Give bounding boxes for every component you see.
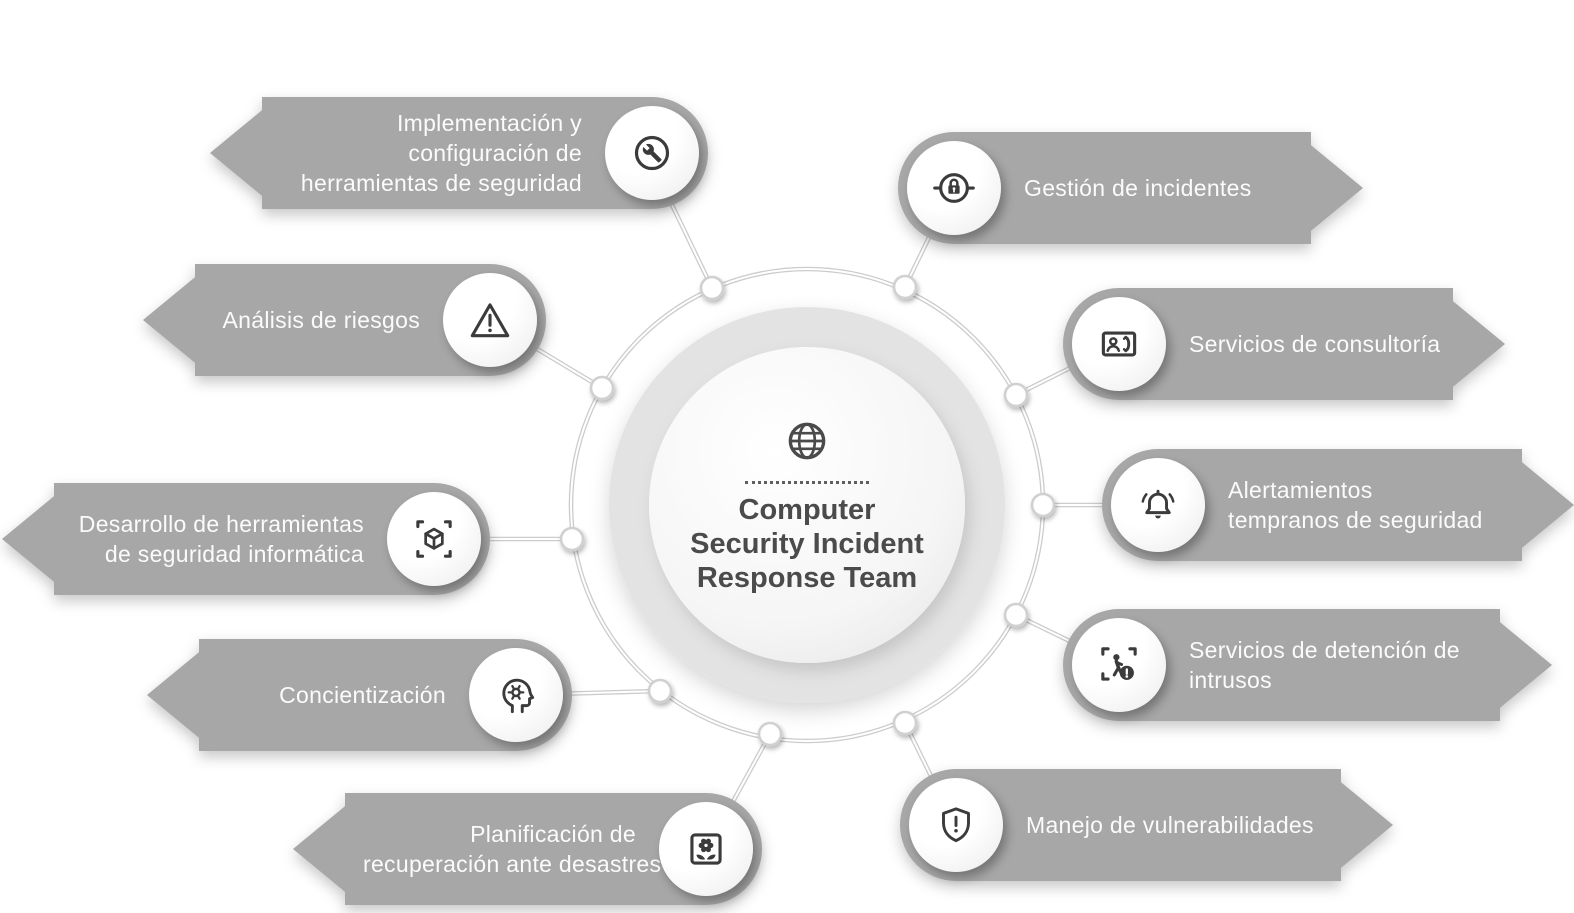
banner-label: Concientización bbox=[217, 639, 446, 751]
label-line: Desarrollo de herramientas bbox=[78, 511, 364, 537]
banner-desarrollo-herramientas: Desarrollo de herramientas de seguridad … bbox=[2, 483, 490, 595]
center-title: Computer Security Incident Response Team bbox=[690, 493, 924, 595]
banner-label: Manejo de vulnerabilidades bbox=[1026, 769, 1321, 881]
banner-label: Análisis de riesgos bbox=[213, 264, 420, 376]
warning-triangle-icon bbox=[470, 303, 510, 338]
dotted-divider bbox=[745, 480, 869, 484]
lock-scan-icon bbox=[933, 173, 975, 203]
flower-box-icon bbox=[690, 833, 722, 865]
label-line: Planificación de bbox=[470, 821, 636, 847]
banner-label: Alertamientos tempranos de seguridad bbox=[1228, 449, 1502, 561]
banner-label: Implementación y configuración de herram… bbox=[280, 97, 582, 209]
banner-label: Servicios de consultoría bbox=[1189, 288, 1441, 400]
label-line: Manejo de vulnerabilidades bbox=[1026, 812, 1314, 838]
icon-circle bbox=[1072, 297, 1166, 391]
icon-circle bbox=[907, 141, 1001, 235]
banner-servicios-consultoria: Servicios de consultoría bbox=[1063, 288, 1505, 400]
icon-circle bbox=[1072, 618, 1166, 712]
banner-planificacion-recuperacion: Planificación de recuperación ante desas… bbox=[293, 793, 762, 905]
label-line: Concientización bbox=[279, 682, 446, 708]
banner-concientizacion: Concientización bbox=[147, 639, 572, 751]
banner-label: Servicios de detención de intrusos bbox=[1189, 609, 1480, 721]
bell-icon bbox=[1141, 489, 1175, 519]
label-line: Servicios de consultoría bbox=[1189, 331, 1441, 357]
label-line: Alertamientos bbox=[1228, 477, 1373, 503]
label-line: de seguridad informática bbox=[104, 541, 364, 567]
shield-alert-icon bbox=[942, 807, 970, 843]
banner-gestion-incidentes: Gestión de incidentes bbox=[898, 132, 1363, 244]
label-line: recuperación ante desastres bbox=[363, 851, 662, 877]
icon-circle bbox=[443, 273, 537, 367]
contact-phone-icon bbox=[1101, 331, 1137, 357]
icon-circle bbox=[605, 106, 699, 200]
banner-detencion-intrusos: Servicios de detención de intrusos bbox=[1063, 609, 1552, 721]
globe-icon bbox=[788, 422, 826, 459]
icon-circle bbox=[469, 648, 563, 742]
banner-alertamientos-tempranos: Alertamientos tempranos de seguridad bbox=[1102, 449, 1574, 561]
label-line: configuración de bbox=[408, 140, 582, 166]
intruder-alert-icon bbox=[1101, 647, 1137, 681]
label-line: tempranos de seguridad bbox=[1228, 507, 1483, 533]
center-hub: Computer Security Incident Response Team bbox=[649, 347, 965, 663]
label-line: Implementación y bbox=[396, 110, 582, 136]
icon-circle bbox=[909, 778, 1003, 872]
label-line: Análisis de riesgos bbox=[222, 307, 420, 333]
label-line: Servicios de detención de bbox=[1189, 637, 1460, 663]
wrench-icon bbox=[634, 135, 670, 171]
banner-analisis-riesgos: Análisis de riesgos bbox=[143, 264, 546, 376]
head-gear-icon bbox=[502, 678, 535, 714]
banner-label: Planificación de recuperación ante desas… bbox=[363, 793, 662, 905]
banner-manejo-vulnerabilidades: Manejo de vulnerabilidades bbox=[900, 769, 1393, 881]
title-line: Response Team bbox=[696, 561, 918, 594]
banner-label: Gestión de incidentes bbox=[1024, 132, 1291, 244]
title-line: Security Incident bbox=[690, 527, 924, 560]
icon-circle bbox=[387, 492, 481, 586]
label-line: intrusos bbox=[1189, 667, 1272, 693]
label-line: Gestión de incidentes bbox=[1024, 175, 1252, 201]
label-line: herramientas de seguridad bbox=[300, 170, 582, 196]
icon-circle bbox=[659, 802, 753, 896]
banner-implementacion-configuracion: Implementación y configuración de herram… bbox=[210, 97, 708, 209]
title-line: Computer bbox=[738, 493, 876, 526]
icon-circle bbox=[1111, 458, 1205, 552]
cube-scan-icon bbox=[416, 520, 452, 558]
banner-label: Desarrollo de herramientas de seguridad … bbox=[72, 483, 364, 595]
